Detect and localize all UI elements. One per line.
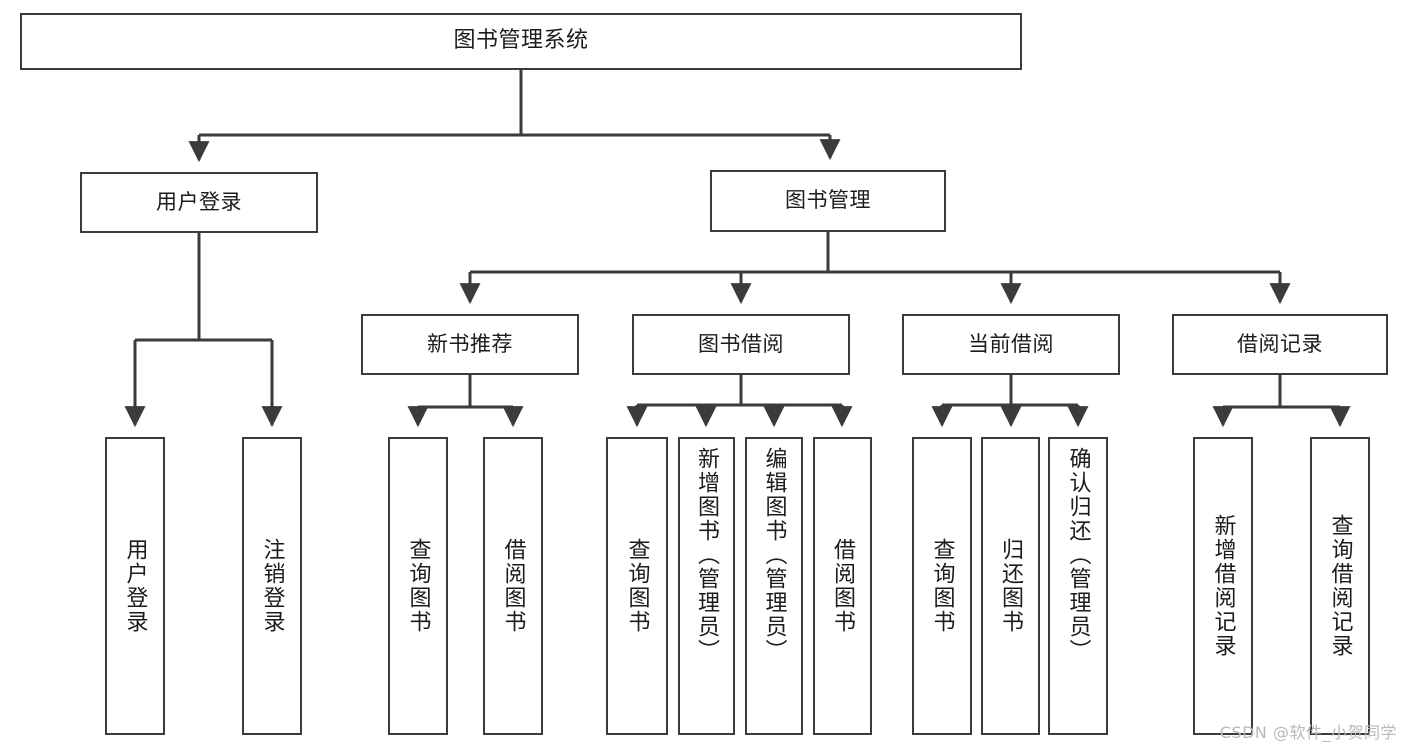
node-new-book-recommend-label: 新书推荐 [427, 331, 513, 356]
node-leaf-query-book-2[interactable]: 查询图书 [606, 437, 668, 735]
node-new-book-recommend[interactable]: 新书推荐 [361, 314, 579, 375]
node-user-login[interactable]: 用户登录 [80, 172, 318, 233]
node-leaf-edit-book-label: 编辑图书（管理员） [761, 447, 787, 663]
node-leaf-borrow-book-2-label: 借阅图书 [830, 538, 856, 634]
node-book-borrow[interactable]: 图书借阅 [632, 314, 850, 375]
node-leaf-query-book-1[interactable]: 查询图书 [388, 437, 448, 735]
node-leaf-borrow-book-1-label: 借阅图书 [500, 538, 526, 634]
node-book-manage-label: 图书管理 [785, 188, 871, 213]
node-leaf-query-book-3[interactable]: 查询图书 [912, 437, 972, 735]
node-leaf-query-book-3-label: 查询图书 [929, 538, 955, 634]
node-book-manage[interactable]: 图书管理 [710, 170, 946, 232]
node-root-label: 图书管理系统 [453, 28, 589, 54]
node-book-borrow-label: 图书借阅 [698, 331, 784, 356]
node-borrow-record[interactable]: 借阅记录 [1172, 314, 1388, 375]
node-leaf-confirm-return-label: 确认归还（管理员） [1065, 447, 1091, 663]
node-current-borrow-label: 当前借阅 [968, 331, 1054, 356]
node-leaf-user-login[interactable]: 用户登录 [105, 437, 165, 735]
watermark-text: CSDN @软件_小贺同学 [1219, 723, 1397, 742]
node-leaf-confirm-return[interactable]: 确认归还（管理员） [1048, 437, 1108, 735]
node-leaf-query-record[interactable]: 查询借阅记录 [1310, 437, 1370, 735]
node-leaf-query-record-label: 查询借阅记录 [1327, 514, 1353, 658]
node-leaf-return-book[interactable]: 归还图书 [981, 437, 1040, 735]
node-leaf-add-book[interactable]: 新增图书（管理员） [678, 437, 735, 735]
node-leaf-user-logout[interactable]: 注销登录 [242, 437, 302, 735]
node-user-login-label: 用户登录 [156, 189, 242, 214]
node-root[interactable]: 图书管理系统 [20, 13, 1022, 70]
node-leaf-user-logout-label: 注销登录 [259, 538, 285, 634]
node-leaf-add-record-label: 新增借阅记录 [1210, 514, 1236, 658]
node-leaf-query-book-1-label: 查询图书 [405, 538, 431, 634]
node-leaf-query-book-2-label: 查询图书 [624, 538, 650, 634]
node-leaf-edit-book[interactable]: 编辑图书（管理员） [745, 437, 803, 735]
node-leaf-borrow-book-1[interactable]: 借阅图书 [483, 437, 543, 735]
node-leaf-user-login-label: 用户登录 [122, 538, 148, 634]
node-leaf-add-record[interactable]: 新增借阅记录 [1193, 437, 1253, 735]
node-leaf-return-book-label: 归还图书 [998, 538, 1024, 634]
node-leaf-add-book-label: 新增图书（管理员） [694, 447, 720, 663]
node-leaf-borrow-book-2[interactable]: 借阅图书 [813, 437, 872, 735]
node-borrow-record-label: 借阅记录 [1237, 331, 1323, 356]
node-current-borrow[interactable]: 当前借阅 [902, 314, 1120, 375]
